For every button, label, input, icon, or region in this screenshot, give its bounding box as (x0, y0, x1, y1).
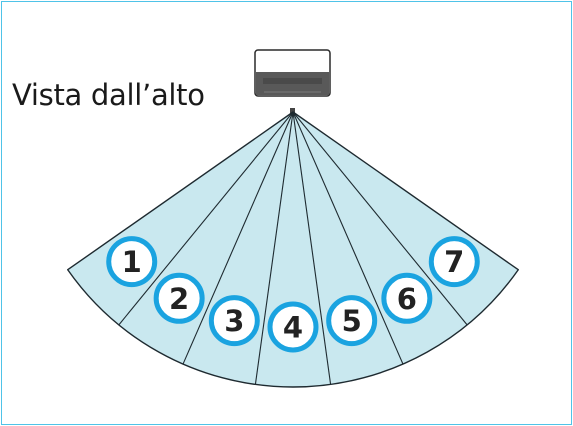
zone-number: 3 (224, 304, 244, 338)
zone-badge-2: 2 (153, 272, 205, 324)
zone-badge-circle (208, 295, 260, 347)
zone-divider (292, 111, 332, 385)
zone-number: 6 (397, 282, 417, 316)
zone-divider (182, 111, 294, 365)
zone-divider (292, 111, 404, 365)
zone-badge-circle (153, 272, 205, 324)
zone-badge-circle (267, 301, 319, 353)
zone-number: 4 (283, 311, 303, 345)
zone-divider (292, 111, 468, 326)
zone-divider (118, 111, 294, 326)
zone-badge-circle (428, 236, 480, 288)
zone-badge-5: 5 (326, 295, 378, 347)
sensor-device (254, 49, 331, 114)
zone-number: 1 (122, 245, 142, 279)
zone-number: 7 (444, 245, 464, 279)
diagram-title: Vista dall’alto (12, 78, 205, 112)
zone-badge-7: 7 (428, 236, 480, 288)
zone-badge-circle (326, 295, 378, 347)
zone-badge-1: 1 (106, 236, 158, 288)
zone-divider (254, 111, 294, 385)
zone-badge-4: 4 (267, 301, 319, 353)
zone-number: 2 (169, 282, 189, 316)
zone-number: 5 (342, 304, 362, 338)
zone-badge-3: 3 (208, 295, 260, 347)
zone-badge-6: 6 (381, 272, 433, 324)
zone-badge-circle (106, 236, 158, 288)
zone-badges: 12 3 4 5 67 (106, 236, 480, 353)
zone-badge-circle (381, 272, 433, 324)
